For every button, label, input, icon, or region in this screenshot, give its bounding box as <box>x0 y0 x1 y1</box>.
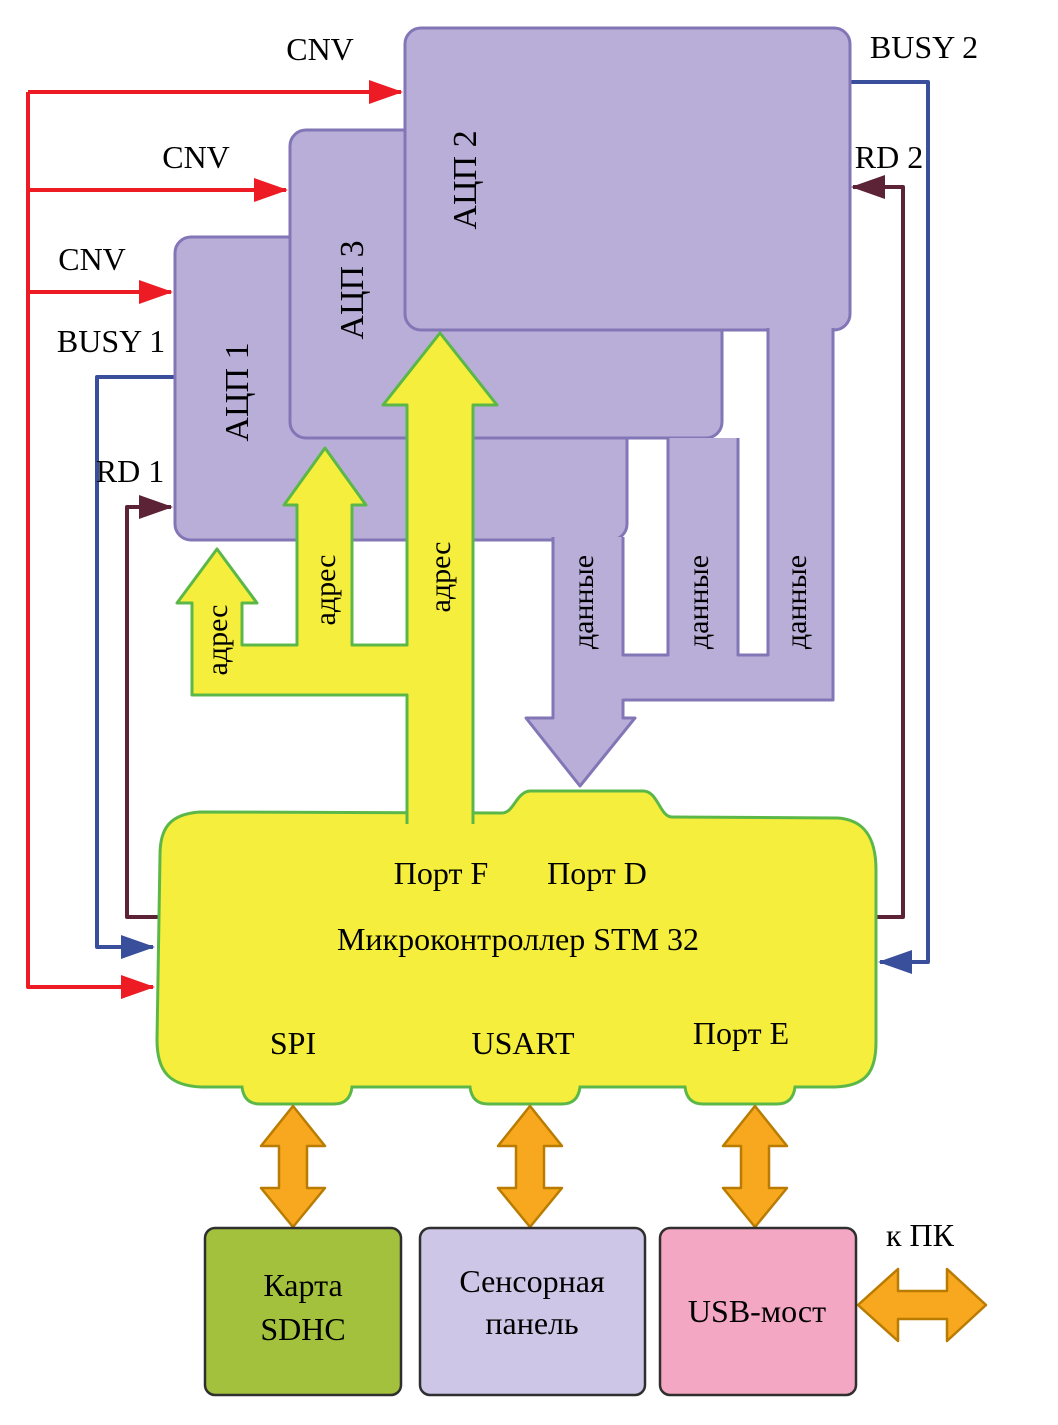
to-pc-label: к ПК <box>886 1217 955 1253</box>
address-label-adc1: адрес <box>201 605 234 676</box>
adc2-block <box>403 26 852 332</box>
data-bus-arrow-outline <box>524 328 835 788</box>
cnv-line-mcu <box>26 92 155 999</box>
touch-panel-label-line2: панель <box>485 1305 578 1341</box>
sdhc-label-line2: SDHC <box>260 1311 345 1347</box>
usart-double-arrow <box>496 1104 564 1229</box>
rd1-line <box>125 495 173 919</box>
usb-bridge-label: USB-мост <box>688 1293 826 1329</box>
pc-double-arrow <box>856 1267 988 1343</box>
cnv-label-adc3: CNV <box>162 139 230 175</box>
sdhc-label-line1: Карта <box>263 1267 342 1303</box>
touch-panel-label-line1: Сенсорная <box>459 1263 605 1299</box>
mcu-block <box>155 789 878 1106</box>
address-bus-arrow <box>177 333 497 824</box>
mcu-port-d-label: Порт D <box>547 855 647 891</box>
busy1-line <box>95 375 175 959</box>
data-label-adc1: данные <box>567 555 600 649</box>
busy1-label: BUSY 1 <box>57 323 165 359</box>
data-bus-arrow <box>526 328 833 786</box>
mcu-port-e-label: Порт E <box>693 1015 789 1051</box>
mcu-port-f-label: Порт F <box>394 855 488 891</box>
touch-panel-block <box>418 1226 647 1397</box>
adc1-label: АЦП 1 <box>219 342 256 441</box>
mcu-title: Микроконтроллер STM 32 <box>337 921 699 957</box>
cnv-label-adc2: CNV <box>286 31 354 67</box>
adc2-label: АЦП 2 <box>447 130 484 229</box>
adc3-label: АЦП 3 <box>334 240 371 339</box>
sdhc-card-block <box>203 1226 403 1397</box>
address-label-adc2: адрес <box>424 542 457 613</box>
rd1-label: RD 1 <box>96 453 164 489</box>
data-label-adc2: данные <box>780 555 813 649</box>
busy2-line <box>850 80 930 974</box>
address-label-adc3: адрес <box>309 555 342 626</box>
data-label-adc3: данные <box>682 555 715 649</box>
mcu-spi-label: SPI <box>270 1025 316 1061</box>
busy2-label: BUSY 2 <box>870 29 978 65</box>
porte-double-arrow <box>721 1104 789 1229</box>
rd2-label: RD 2 <box>855 139 923 175</box>
cnv-label-adc1: CNV <box>58 241 126 277</box>
rd2-line <box>851 175 905 919</box>
spi-double-arrow <box>259 1104 327 1229</box>
mcu-usart-label: USART <box>472 1025 575 1061</box>
usb-bridge-block <box>658 1226 858 1397</box>
address-bus-arrow-outline <box>175 331 499 824</box>
